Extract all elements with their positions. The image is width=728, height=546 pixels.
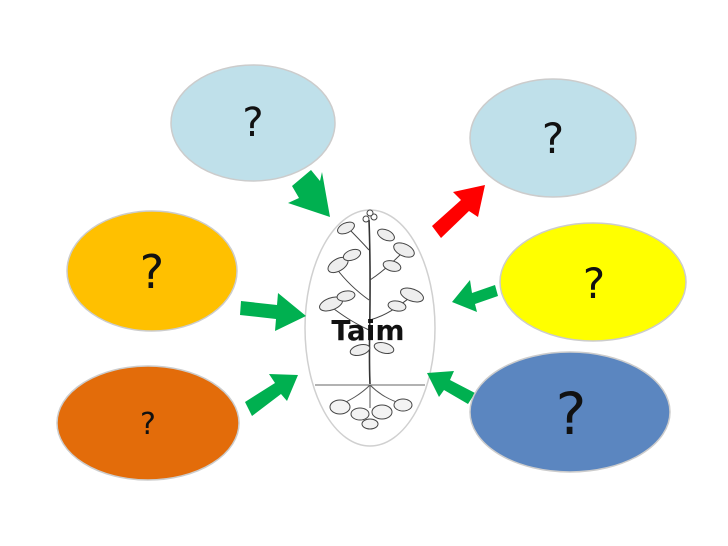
center-node: Taim (304, 209, 436, 447)
potato-plant-icon (315, 209, 425, 430)
arrow-mid-left (240, 293, 306, 331)
node-bottom-left: ? (56, 365, 240, 481)
node-bottom-right-label: ? (556, 380, 587, 448)
arrow-top-right (432, 185, 485, 238)
arrow-bottom-left (245, 374, 298, 416)
node-top-left-shape (170, 64, 336, 182)
arrows (240, 170, 498, 416)
node-mid-right: ? (499, 222, 687, 342)
node-bottom-left-shape (56, 365, 240, 481)
node-top-left-label: ? (242, 100, 263, 146)
node-top-right: ? (469, 78, 637, 198)
arrow-mid-right (452, 280, 498, 312)
center-label: Taim (331, 314, 404, 347)
node-top-right-label: ? (542, 114, 564, 163)
node-mid-left-shape (66, 210, 238, 332)
node-mid-left-label: ? (140, 245, 164, 299)
node-bottom-right: ? (469, 351, 671, 473)
arrow-top-left (288, 170, 330, 217)
node-mid-left: ? (66, 210, 238, 332)
node-bottom-right-shape (469, 351, 671, 473)
arrow-bottom-right (427, 371, 475, 404)
node-mid-right-shape (499, 222, 687, 342)
node-bottom-left-label: ? (140, 407, 156, 442)
node-top-left: ? (170, 64, 336, 182)
node-mid-right-label: ? (583, 259, 605, 308)
node-top-right-shape (469, 78, 637, 198)
